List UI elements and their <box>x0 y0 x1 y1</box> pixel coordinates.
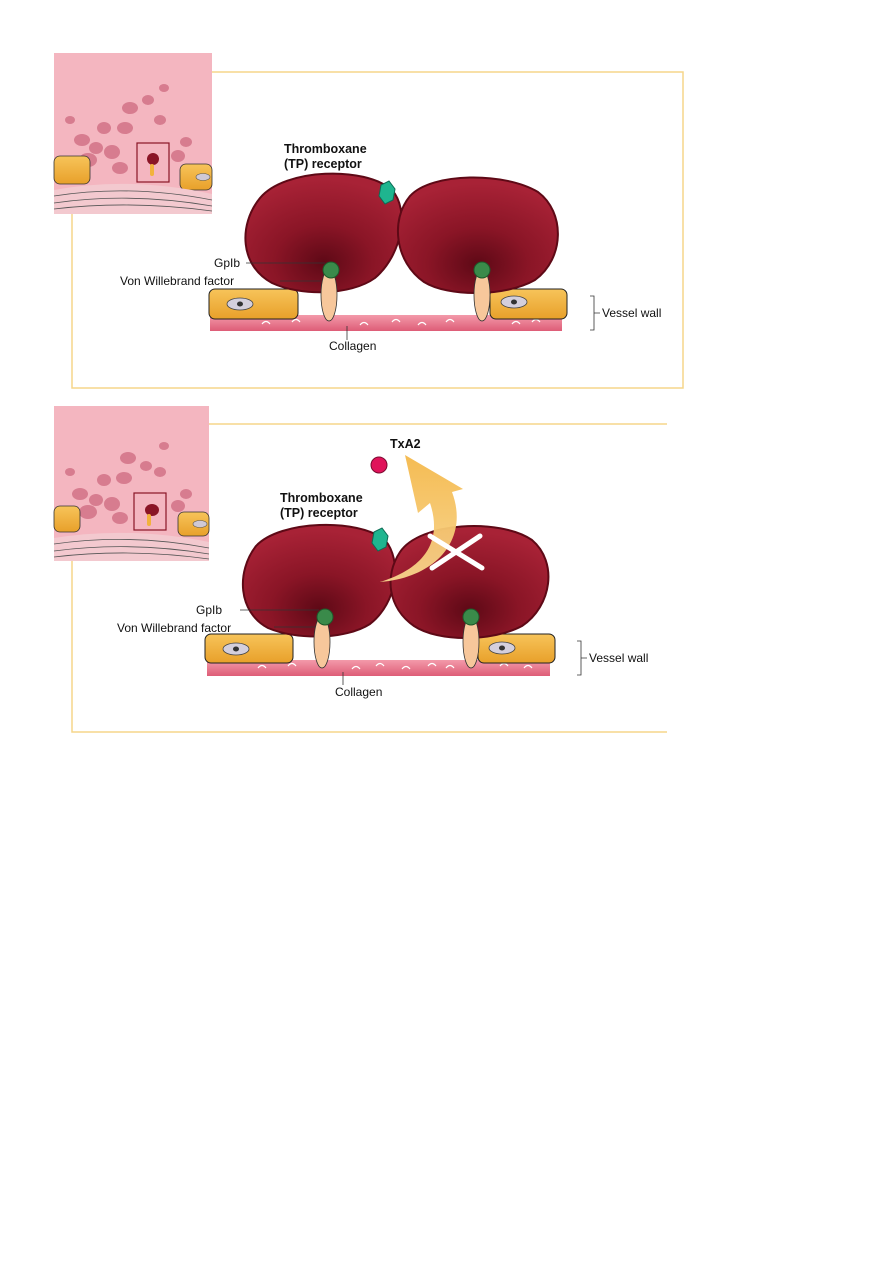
collagen-band <box>210 315 562 331</box>
gpib-left <box>316 608 334 626</box>
collagen-fibers <box>261 318 541 326</box>
collagen-label: Collagen <box>329 339 376 353</box>
receptor-label-line2: (TP) receptor <box>280 506 358 520</box>
collagen-fibers <box>257 662 533 670</box>
block-x-icon <box>427 533 485 571</box>
tp-receptor <box>371 527 389 552</box>
panel-1: Thromboxane (TP) receptor GpIb Von Wille… <box>53 53 684 389</box>
panel-2-inset <box>53 406 210 561</box>
endothelial-cell-left <box>208 288 299 320</box>
txa2-label: TxA2 <box>390 437 421 451</box>
vwf-label: Von Willebrand factor <box>117 621 231 635</box>
gpib-right <box>473 261 491 279</box>
receptor-label-line1: Thromboxane <box>280 491 363 505</box>
platelet-left <box>244 172 403 294</box>
txa2-molecule <box>370 456 388 474</box>
gpib-label: GpIb <box>214 256 240 270</box>
collagen-label: Collagen <box>335 685 382 699</box>
vessel-wall-label: Vessel wall <box>602 306 661 320</box>
gpib-right <box>462 608 480 626</box>
panel-1-frame <box>71 71 684 389</box>
receptor-label-line1: Thromboxane <box>284 142 367 156</box>
tp-receptor <box>378 180 396 205</box>
gpib-left <box>322 261 340 279</box>
panel-1-inset <box>53 53 213 214</box>
gpib-label: GpIb <box>196 603 222 617</box>
txa2-release-arrow <box>380 455 463 582</box>
vessel-wall-label: Vessel wall <box>589 651 648 665</box>
panel-2: TxA2 Thromboxane (TP) receptor GpIb Von … <box>53 406 667 733</box>
receptor-label-line2: (TP) receptor <box>284 157 362 171</box>
platelet-right <box>397 176 559 294</box>
panel-2-frame <box>71 423 667 733</box>
vwf-label: Von Willebrand factor <box>120 274 234 288</box>
